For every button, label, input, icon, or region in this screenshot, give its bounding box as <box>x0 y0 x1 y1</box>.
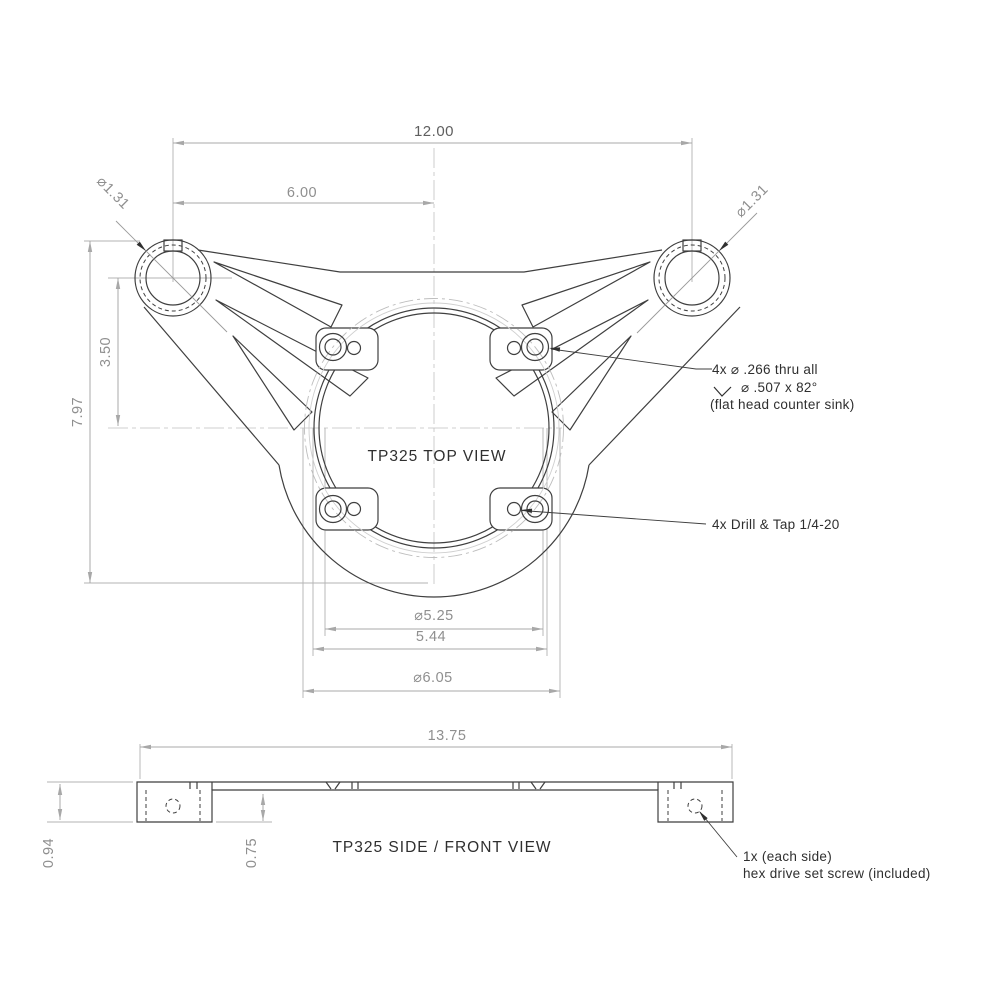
side-view-dimensions <box>47 744 733 823</box>
bolt-circle <box>304 298 564 558</box>
dim-left-hole-diameter: ⌀1.31 <box>93 174 132 213</box>
dim-overall-width: 12.00 <box>414 123 454 140</box>
set-screw-note-line1: 1x (each side) <box>743 849 832 864</box>
right-set-screw-hole <box>687 798 703 814</box>
right-boss <box>653 239 731 317</box>
left-set-screw-hole <box>165 798 181 814</box>
countersink-symbol-icon <box>713 386 732 397</box>
side-view-notes: 1x (each side) hex drive set screw (incl… <box>699 811 931 881</box>
top-view-dimension-labels: 12.00 6.00 ⌀1.31 ⌀1.31 7.97 3.50 ⌀5.25 5… <box>70 123 772 686</box>
countersink-note-line3: (flat head counter sink) <box>710 397 855 412</box>
dim-hole-to-center: 3.50 <box>98 337 114 367</box>
top-view-notes: 4x ⌀ .266 thru all ⌀ .507 x 82° (flat he… <box>521 347 855 532</box>
dim-side-overall-height: 0.94 <box>41 838 57 868</box>
wing-cutouts <box>213 261 651 431</box>
side-view-title: TP325 SIDE / FRONT VIEW <box>332 839 551 856</box>
countersink-holes <box>318 332 550 524</box>
dim-overall-length: 13.75 <box>428 728 467 744</box>
tapped-holes <box>346 340 522 517</box>
dim-boss-height: 0.75 <box>244 838 260 868</box>
countersink-note-line1: 4x ⌀ .266 thru all <box>712 362 818 377</box>
reference-circle <box>308 302 560 554</box>
hidden-features <box>145 790 723 821</box>
dim-outer-bolt-circle: ⌀6.05 <box>413 670 452 686</box>
dim-inner-bolt-circle: ⌀5.25 <box>414 608 453 624</box>
right-boss-keyway <box>682 239 702 252</box>
top-view-centerlines <box>84 138 693 698</box>
side-view-labels: 13.75 0.94 0.75 TP325 SIDE / FRONT VIEW <box>41 728 551 868</box>
side-view: 13.75 0.94 0.75 TP325 SIDE / FRONT VIEW … <box>41 728 931 881</box>
left-boss <box>134 239 212 317</box>
dim-middle-width: 5.44 <box>416 629 446 645</box>
top-view: 12.00 6.00 ⌀1.31 ⌀1.31 7.97 3.50 ⌀5.25 5… <box>70 123 855 698</box>
set-screw-note-line2: hex drive set screw (included) <box>743 866 931 881</box>
dim-overall-height: 7.97 <box>70 397 86 427</box>
countersink-note-line2: ⌀ .507 x 82° <box>741 380 817 395</box>
mounting-ring <box>304 298 564 558</box>
side-part-outline <box>136 781 734 823</box>
top-view-dimensions <box>87 140 758 694</box>
countersink-sections <box>325 781 546 790</box>
dim-right-hole-diameter: ⌀1.31 <box>733 182 772 221</box>
dim-half-width: 6.00 <box>287 185 317 201</box>
drill-tap-note: 4x Drill & Tap 1/4-20 <box>712 517 840 532</box>
part-outline <box>134 239 741 598</box>
left-boss-keyway <box>163 239 183 252</box>
top-view-title: TP325 TOP VIEW <box>368 448 507 465</box>
